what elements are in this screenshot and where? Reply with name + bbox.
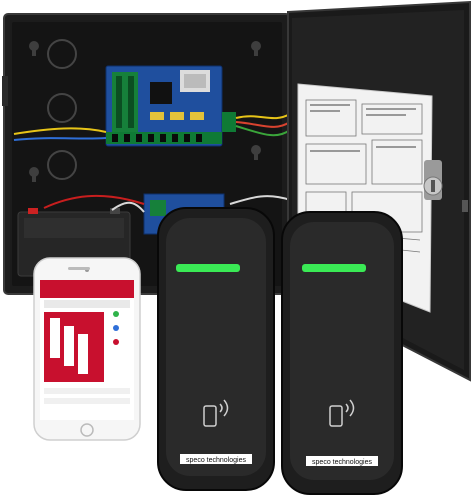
hinge bbox=[2, 76, 8, 106]
knockout-hole bbox=[47, 93, 77, 123]
svg-text:speco technologies: speco technologies bbox=[312, 459, 372, 466]
status-dot-blue bbox=[113, 325, 119, 331]
home-button bbox=[80, 423, 94, 437]
card-reader-left: speco technologies bbox=[157, 207, 275, 491]
smartphone bbox=[33, 257, 141, 441]
app-screen bbox=[40, 280, 134, 420]
status-dot-red bbox=[113, 339, 119, 345]
status-dot-green bbox=[113, 311, 119, 317]
reader-brand-label: speco technologies bbox=[180, 454, 252, 464]
door-lock-icon bbox=[423, 160, 443, 200]
phone-wireless-icon bbox=[203, 399, 229, 427]
phone-wireless-icon bbox=[329, 399, 355, 427]
card-reader-right: speco technologies bbox=[281, 211, 403, 495]
controller-board bbox=[105, 65, 236, 147]
knockout-hole bbox=[47, 150, 77, 180]
reader-brand-label: speco technologies bbox=[306, 456, 378, 466]
knockout-hole bbox=[47, 39, 77, 69]
wiring bbox=[13, 113, 291, 213]
keyhole-mount bbox=[29, 41, 261, 182]
svg-text:speco technologies: speco technologies bbox=[186, 457, 246, 464]
